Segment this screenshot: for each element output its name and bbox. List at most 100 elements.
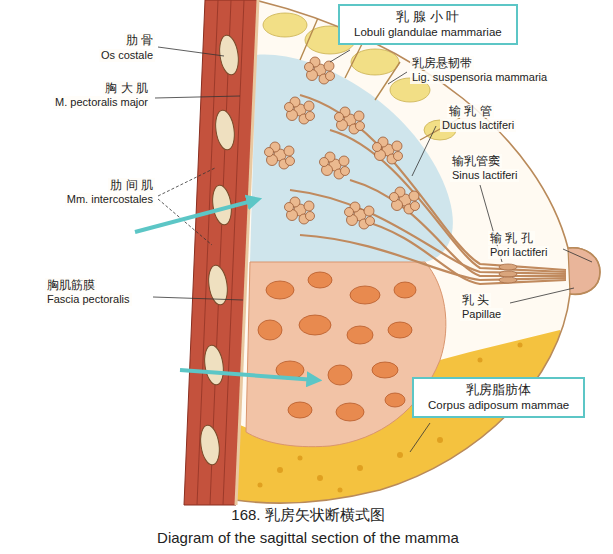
- lactiferous-sinus: [499, 264, 517, 283]
- part-label: Os costale: [99, 49, 155, 62]
- gland-lobules: [285, 197, 315, 224]
- figure-caption: 168. 乳房矢状断横式图: [6, 506, 610, 524]
- part-name: Corpus adiposum mammae: [428, 398, 569, 412]
- lower-lobules: [328, 365, 352, 385]
- lower-lobules: [350, 286, 380, 304]
- suspensory-ligaments: [375, 62, 400, 100]
- leader-lines: [155, 96, 240, 98]
- gland-lobules: [265, 142, 295, 169]
- lower-lobules: [394, 282, 416, 298]
- lactiferous-ducts: [360, 220, 566, 284]
- part-label: M. pectoralis major: [53, 96, 150, 109]
- leader-lines: [388, 72, 407, 84]
- leader-lines: [563, 249, 592, 262]
- upper-fat: [263, 13, 307, 37]
- fat-dots: [317, 475, 323, 481]
- lower-lobules: [388, 322, 412, 338]
- callout-box: 乳 腺 小 叶Lobuli glandulae mammariae: [338, 4, 518, 45]
- fat-dots: [338, 488, 343, 493]
- rib-sections: [217, 34, 240, 76]
- part-label: 输乳管窦: [450, 154, 502, 168]
- part-label: Diagram of the sagittal section of the m…: [6, 529, 610, 547]
- rib-sections: [198, 34, 240, 466]
- callout-box: 乳房脂肪体Corpus adiposum mammae: [412, 377, 585, 418]
- part-name: 乳房脂肪体: [428, 382, 569, 398]
- lower-lobules: [308, 272, 332, 288]
- chest-wall: [197, 0, 244, 505]
- fat-dots: [397, 452, 403, 458]
- leader-lines: [153, 297, 243, 300]
- part-label: Mm. intercostales: [65, 193, 155, 206]
- lactiferous-sinus: [499, 277, 517, 283]
- part-label: 肋 间 肌: [108, 178, 155, 192]
- part-label: Sinus lactiferi: [450, 169, 519, 182]
- leader-lines: [158, 47, 224, 56]
- chest-wall: [184, 0, 258, 505]
- leader-lines: [410, 423, 430, 452]
- lactiferous-ducts: [290, 95, 566, 284]
- leader-lines: [158, 168, 215, 196]
- gland-region: [250, 55, 453, 262]
- part-label: Ductus lactiferi: [440, 119, 516, 132]
- part-name: 乳 腺 小 叶: [354, 9, 502, 25]
- part-label: Lig. suspensoria mammaria: [410, 71, 549, 84]
- fat-dots: [277, 467, 283, 473]
- fat-dots: [518, 343, 523, 348]
- lower-lobules: [266, 281, 294, 299]
- leader-lines: [412, 126, 436, 176]
- lower-lobules: [299, 315, 331, 335]
- fat-dots: [437, 437, 443, 443]
- rib-sections: [198, 424, 221, 466]
- chest-wall: [236, 0, 258, 505]
- fat-dots: [258, 483, 263, 488]
- chest-wall: [184, 0, 258, 505]
- part-label: Pori lactiferi: [488, 246, 549, 259]
- part-label: Fascia pectoralis: [45, 293, 132, 306]
- part-label: 乳 头: [460, 293, 491, 307]
- fat-dots: [478, 358, 483, 363]
- breast-body: [230, 0, 600, 540]
- lower-gland-region: [246, 262, 446, 447]
- lactiferous-ducts: [290, 190, 566, 274]
- gland-lobules: [345, 202, 375, 229]
- breast-interior: [230, 13, 566, 540]
- fat-dots: [298, 456, 303, 461]
- highlight-arrow: [135, 200, 316, 380]
- part-label: 乳房悬韧带: [410, 56, 474, 70]
- lower-lobules: [288, 402, 312, 418]
- gland-lobules: [285, 97, 315, 124]
- gland-lobules: [335, 107, 365, 134]
- lactiferous-sinus: [499, 271, 517, 277]
- gland-lobules: [373, 137, 403, 164]
- rib-sections: [213, 109, 236, 151]
- skin-outline: [235, 0, 600, 503]
- lower-lobules: [258, 272, 416, 421]
- gland-lobules: [390, 187, 420, 214]
- part-label: Papillae: [460, 308, 503, 321]
- lower-lobules: [258, 320, 282, 340]
- leader-lines: [330, 50, 350, 62]
- lactiferous-sinus: [499, 264, 517, 270]
- gland-lobules: [265, 57, 420, 229]
- suspensory-ligaments: [300, 18, 318, 60]
- leader-lines: [153, 47, 592, 452]
- part-label: 肋 骨: [124, 33, 155, 47]
- highlight-arrow: [180, 370, 316, 380]
- part-name: Lobuli glandulae mammariae: [354, 25, 502, 39]
- fat-dots: [357, 465, 363, 471]
- part-label: 输 乳 管: [447, 104, 494, 118]
- part-label: 输 乳 孔: [488, 231, 535, 245]
- nipple: [568, 248, 600, 295]
- chest-wall: [223, 0, 244, 505]
- lactiferous-ducts: [300, 95, 566, 270]
- rib-sections: [202, 344, 225, 386]
- lower-lobules: [372, 362, 398, 378]
- lower-lobules: [336, 403, 364, 421]
- lower-lobules: [385, 393, 405, 407]
- lower-lobules: [347, 326, 373, 344]
- part-label: 胸肌筋膜: [45, 278, 97, 292]
- gland-lobules: [305, 57, 335, 84]
- gland-lobules: [320, 152, 350, 179]
- leader-lines: [510, 288, 574, 303]
- part-label: 胸 大 肌: [103, 81, 150, 95]
